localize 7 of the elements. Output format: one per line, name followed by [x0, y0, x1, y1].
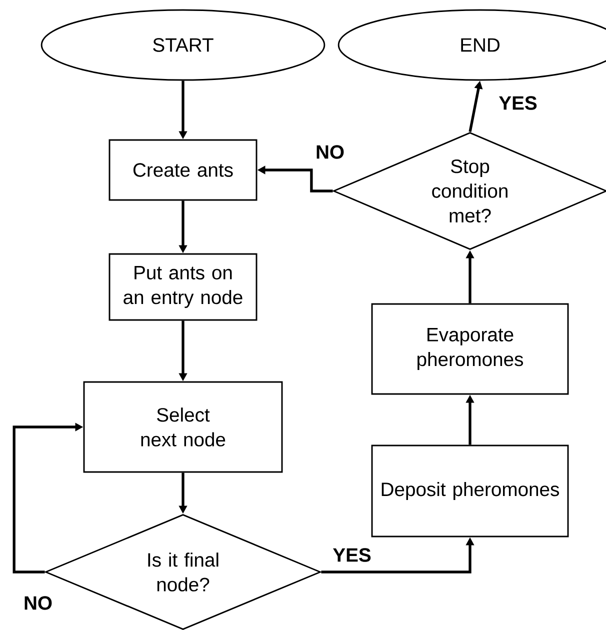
process-box: Select next node [83, 381, 283, 473]
process-box: Deposit pheromones [371, 444, 569, 538]
edge-label: YES [331, 546, 373, 564]
edge-label: YES [497, 94, 539, 112]
process-box: Create ants [108, 139, 258, 201]
process-box: Put ants on an entry node [108, 253, 258, 321]
process-box: Evaporate pheromones [371, 303, 569, 395]
